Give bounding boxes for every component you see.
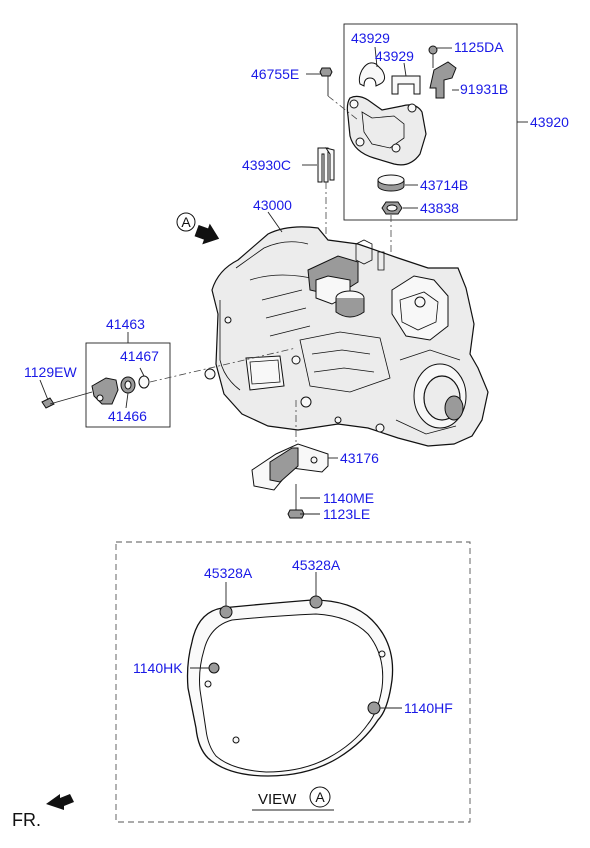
clip-43929-left	[358, 62, 386, 87]
view-caption-circle	[309, 786, 331, 808]
label-43920: 43920	[530, 114, 569, 130]
clip-43929-right	[391, 75, 421, 95]
label-1129EW: 1129EW	[24, 364, 77, 380]
label-1123LE: 1123LE	[323, 506, 370, 522]
view-reference: A	[176, 212, 220, 245]
arrow-right-down-icon	[194, 223, 220, 245]
bracket-41466	[91, 377, 119, 405]
bolt-1125DA	[428, 45, 438, 68]
label-43929-b: 43929	[375, 48, 414, 64]
label-43930C: 43930C	[242, 157, 291, 173]
transmission-case-43000	[204, 226, 489, 447]
label-43714B: 43714B	[420, 177, 468, 193]
view-ref-letter: A	[181, 214, 191, 230]
arrow-left-up-icon	[46, 794, 74, 810]
shift-cover-assembly-group	[343, 23, 528, 221]
label-43929-a: 43929	[351, 30, 390, 46]
bushing-41467	[120, 375, 150, 394]
view-ref-circle	[176, 212, 196, 232]
part-number-labels: 43929 43929 1125DA 46755E 91931B 43920 4…	[24, 30, 569, 716]
view-a-panel: VIEW A	[115, 541, 471, 823]
front-indicator: FR.	[12, 794, 74, 830]
seal-43714B	[377, 174, 405, 192]
label-43838: 43838	[420, 200, 459, 216]
bolt-1129EW	[41, 391, 93, 409]
bracket-group-41463	[39, 332, 297, 428]
view-a-box	[115, 541, 471, 823]
label-46755E: 46755E	[251, 66, 299, 82]
bolt-46755E	[306, 67, 359, 121]
bracket-91931B	[429, 61, 457, 99]
label-41466: 41466	[108, 408, 147, 424]
gasket-inner	[199, 613, 384, 773]
view-caption-letter: A	[315, 789, 325, 805]
label-41463: 41463	[106, 316, 145, 332]
bolt-1140ME	[287, 484, 305, 519]
label-45328A-a: 45328A	[204, 565, 253, 581]
label-1125DA: 1125DA	[454, 39, 504, 55]
label-45328A-b: 45328A	[292, 557, 341, 573]
label-1140ME: 1140ME	[323, 490, 374, 506]
label-43000: 43000	[253, 197, 292, 213]
front-label: FR.	[12, 810, 41, 830]
label-41467: 41467	[120, 348, 159, 364]
label-43176: 43176	[340, 450, 379, 466]
mount-bracket-43176	[251, 400, 338, 519]
label-1140HF: 1140HF	[404, 700, 453, 716]
view-caption: VIEW	[258, 791, 297, 808]
shift-cover-bracket	[346, 95, 427, 166]
washer-43838	[381, 201, 403, 215]
label-91931B: 91931B	[460, 81, 508, 97]
label-1140HK: 1140HK	[133, 660, 183, 676]
